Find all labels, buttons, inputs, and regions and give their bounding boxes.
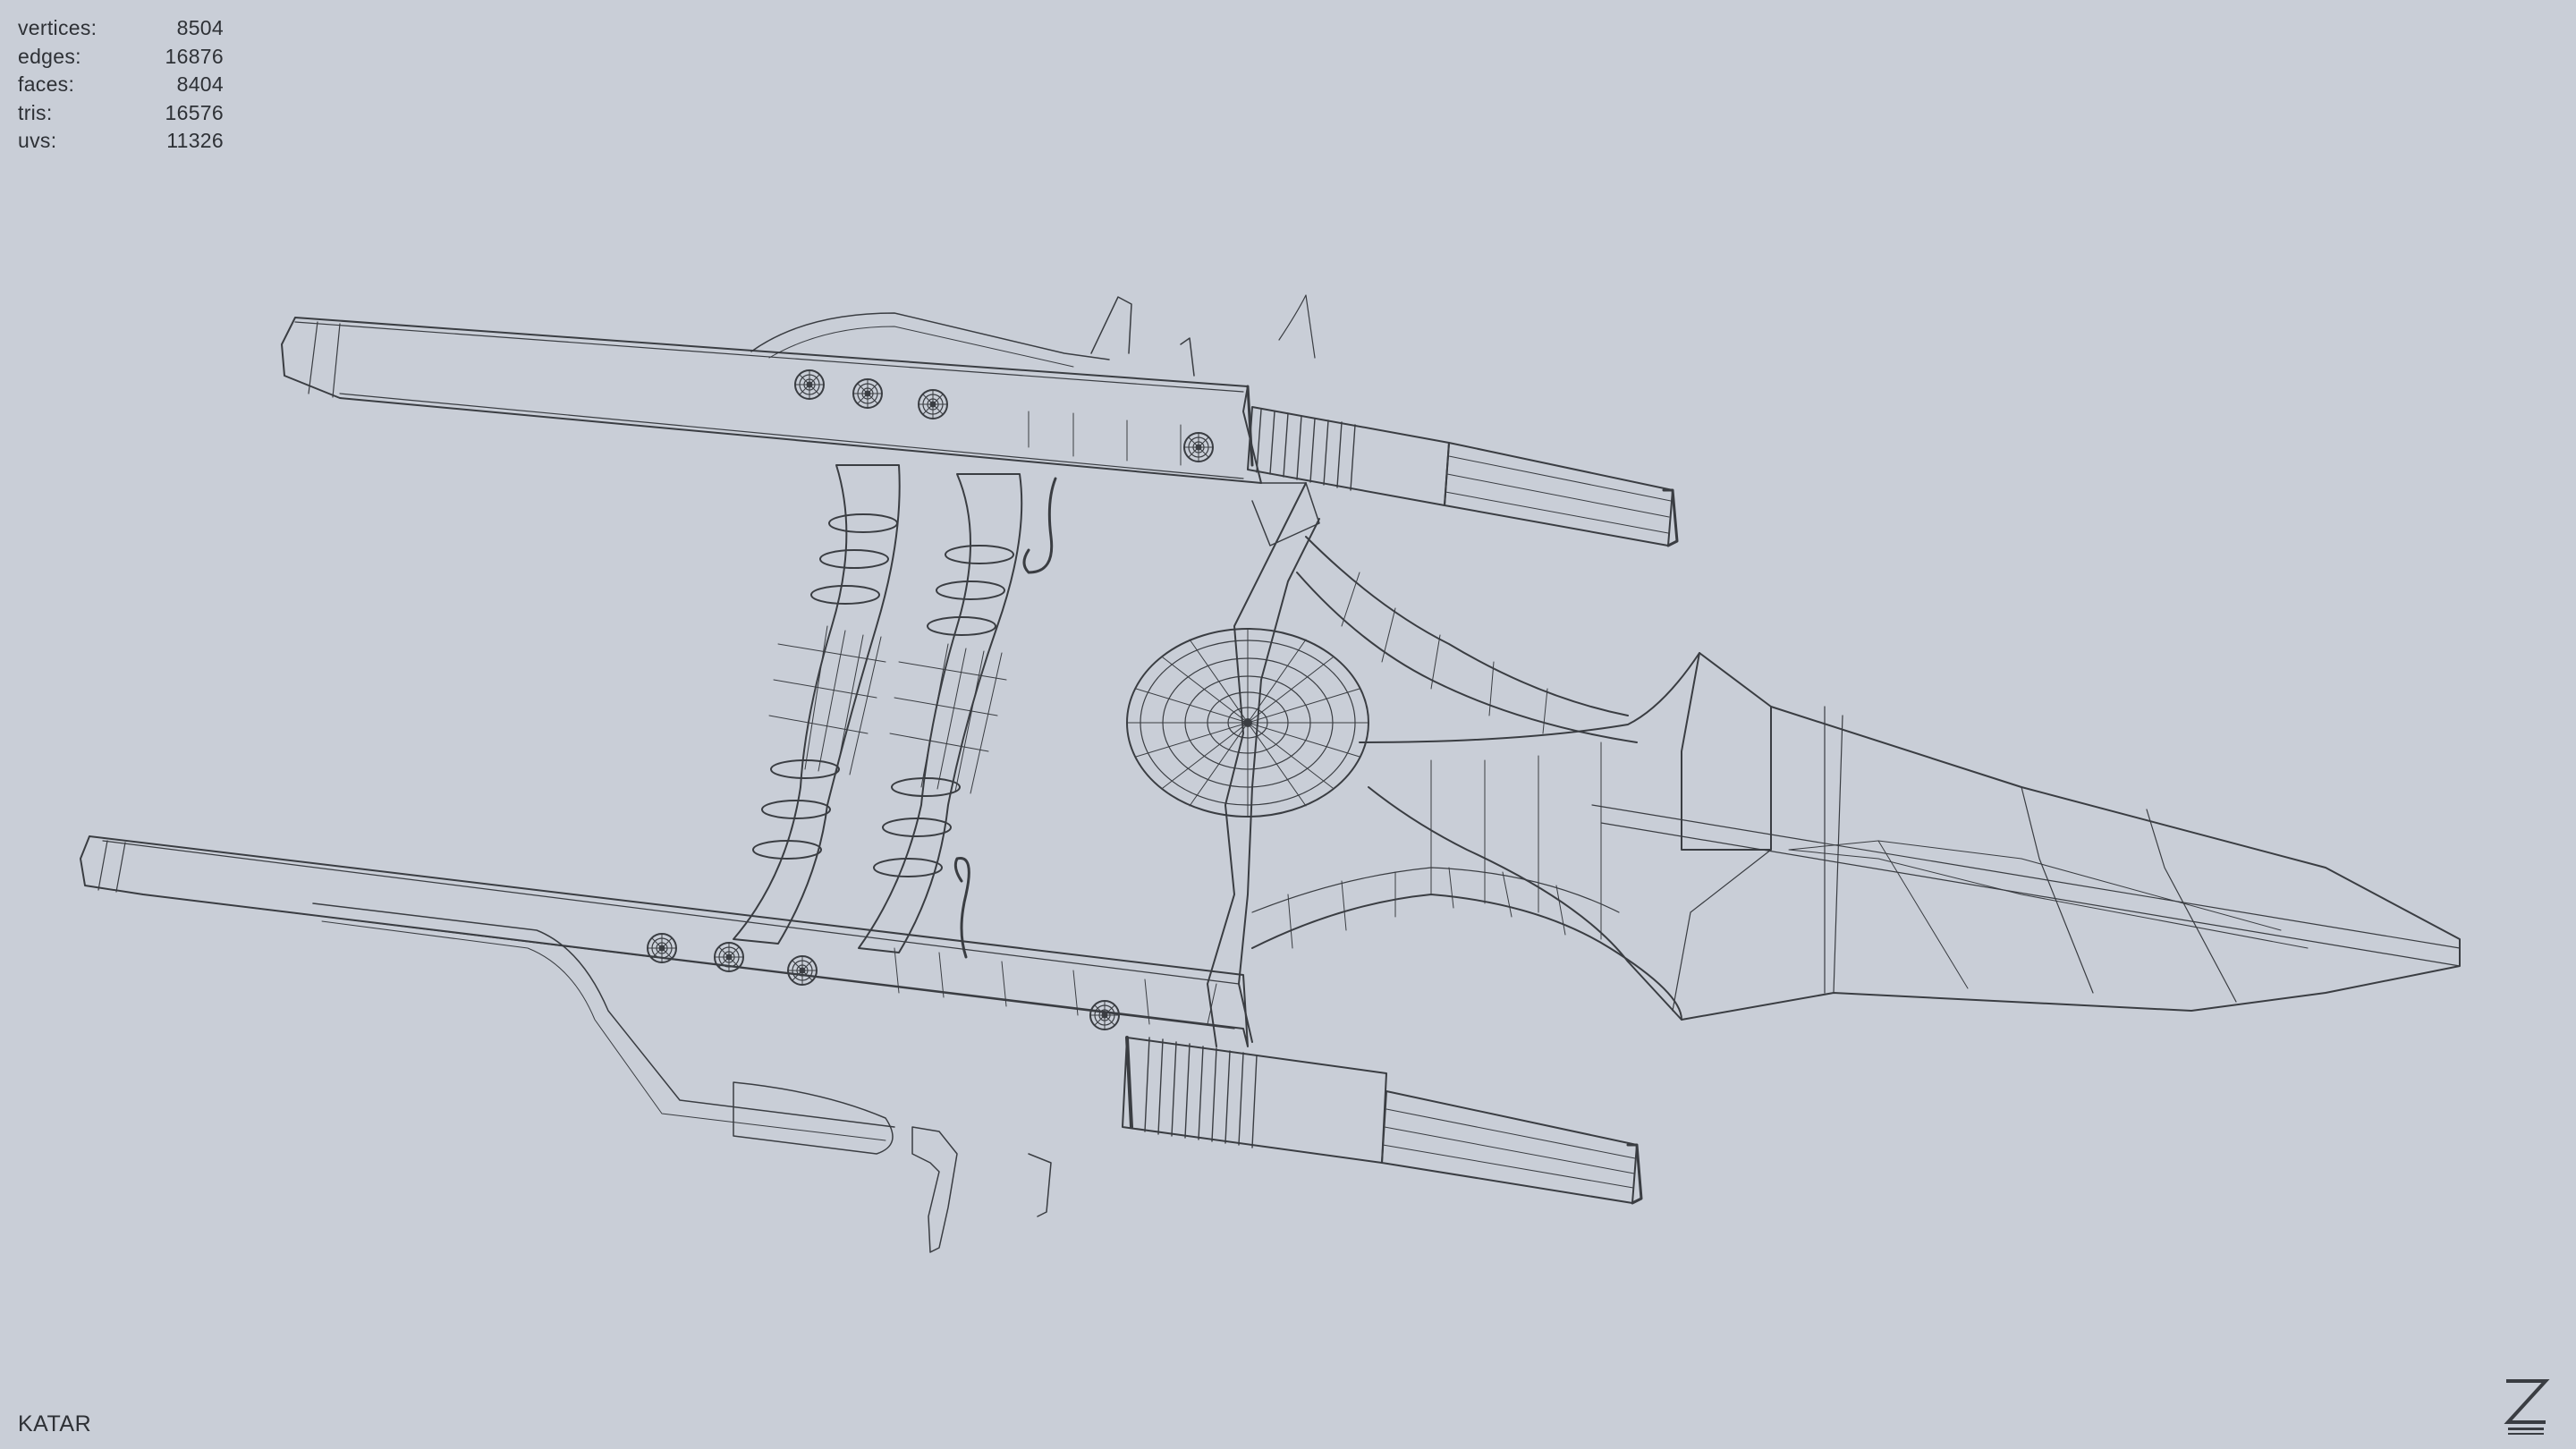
stat-tris: tris: 16576 [18,99,224,128]
upper-side-bar [281,294,1320,547]
guard-disc [1126,628,1369,818]
rivets [647,369,1214,1030]
z-logo-icon [2504,1379,2550,1435]
stat-value: 8504 [176,16,224,39]
model-name-label: KATAR [18,1411,92,1436]
blade-guard-frame [1207,482,1682,1047]
stat-label: edges: [18,44,81,68]
stat-label: uvs: [18,129,57,152]
lower-side-bar [80,835,1249,1253]
upper-grip [1247,406,1679,547]
stat-label: tris: [18,100,53,124]
stat-label: vertices: [18,16,97,39]
stat-faces: faces: 8404 [18,71,224,99]
stat-vertices: vertices: 8504 [18,14,224,43]
lower-grip [1122,1036,1643,1205]
blade [1359,652,2461,1021]
stat-value: 16576 [165,100,224,124]
katar-wireframe-model [80,294,2461,1253]
mesh-stats-panel: vertices: 8504 edges: 16876 faces: 8404 … [18,14,224,156]
left-handle [733,464,901,945]
stat-value: 16876 [165,44,224,68]
stat-value: 11326 [166,129,224,152]
stat-value: 8404 [176,72,224,96]
stat-edges: edges: 16876 [18,43,224,72]
stat-label: faces: [18,72,75,96]
right-handle [858,473,1023,953]
upper-hook [1022,477,1057,574]
stat-uvs: uvs: 11326 [18,127,224,156]
lower-hook [953,857,970,959]
